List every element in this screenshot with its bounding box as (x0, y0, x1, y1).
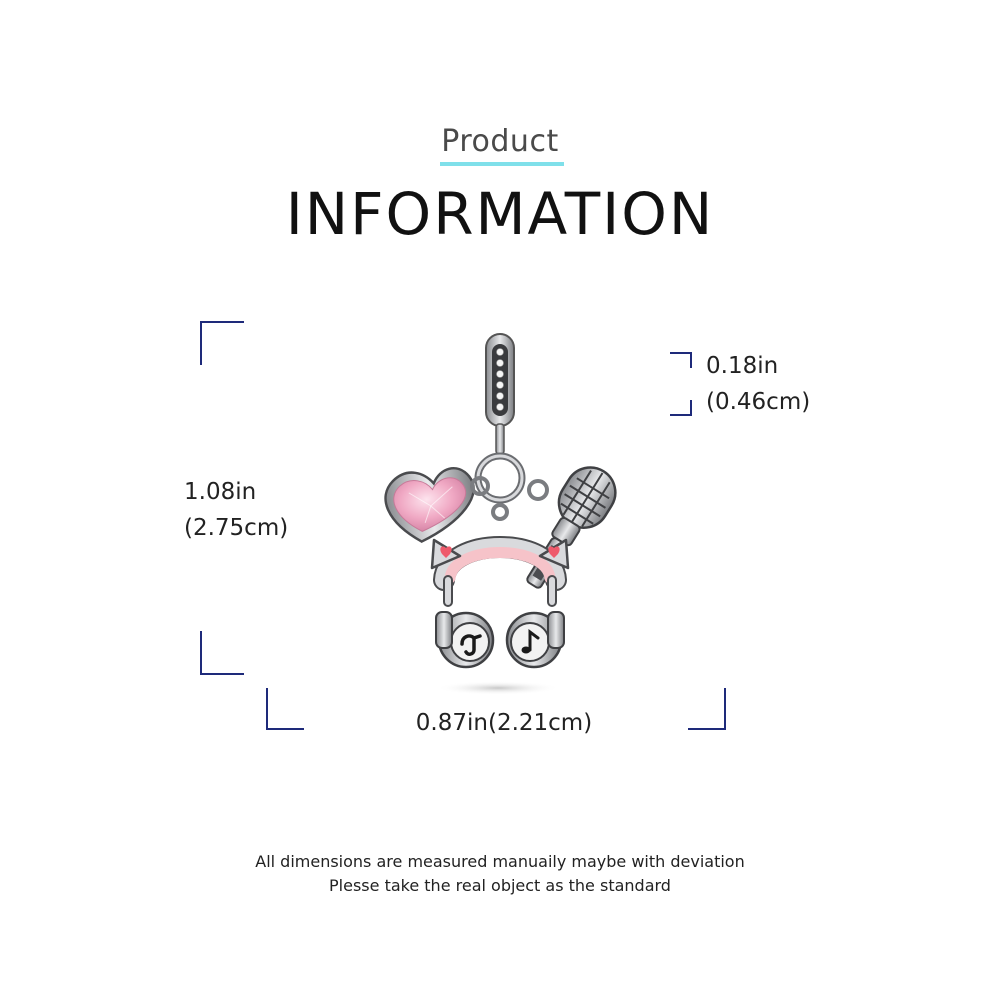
disclaimer-line-1: All dimensions are measured manuaily may… (255, 852, 745, 871)
width-dimension-label: 0.87in(2.21cm) (415, 710, 593, 736)
width-bracket-right (688, 688, 726, 730)
height-inches: 1.08in (184, 479, 257, 505)
height-bracket-bottom (200, 631, 244, 675)
thickness-inches: 0.18in (706, 353, 779, 379)
thickness-bracket-bottom (670, 400, 692, 416)
height-dimension-label: 1.08in (2.75cm) (184, 474, 288, 546)
subtitle-underline (440, 162, 564, 166)
charm-pendant-icon (384, 333, 617, 695)
width-bracket-left (266, 688, 304, 730)
thickness-centimeters: (0.46cm) (706, 389, 811, 415)
height-bracket-top (200, 321, 244, 365)
page-subtitle: Product (441, 124, 559, 159)
thickness-dimension-label: 0.18in (0.46cm) (706, 348, 810, 420)
disclaimer-line-2: Plesse take the real object as the stand… (329, 876, 671, 895)
height-centimeters: (2.75cm) (184, 515, 289, 541)
thickness-bracket-top (670, 352, 692, 368)
page-title: INFORMATION (285, 180, 715, 248)
